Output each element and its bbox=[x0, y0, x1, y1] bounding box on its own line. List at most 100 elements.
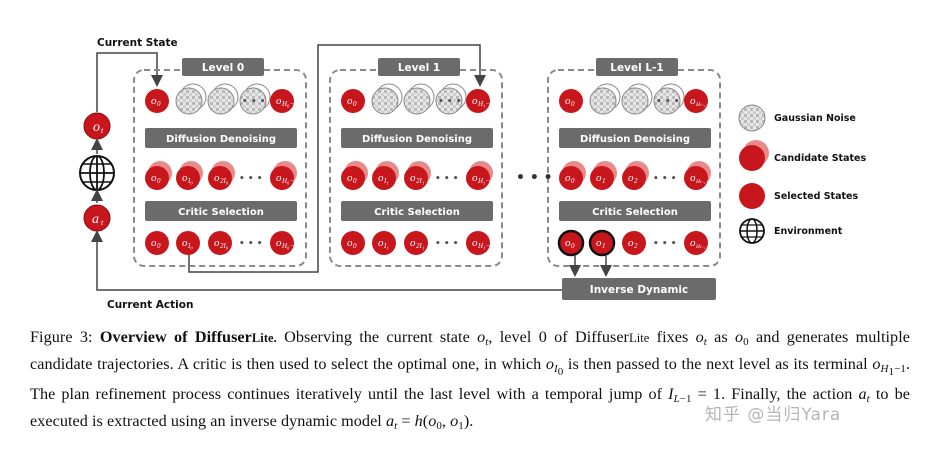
current-action-arrow bbox=[91, 230, 562, 291]
ellipsis: • • • bbox=[435, 239, 459, 249]
ellipsis: • • • bbox=[656, 97, 680, 107]
figure-caption: Figure 3: Overview of DiffuserLite. Obse… bbox=[30, 328, 911, 432]
levels-ellipsis: • • • bbox=[516, 170, 553, 186]
svg-text:0: 0 bbox=[157, 100, 161, 108]
diffusion-denoising-label: Diffusion Denoising bbox=[580, 134, 690, 145]
overview-figure: Current State Current Action o t a t Lev… bbox=[79, 37, 866, 311]
svg-text:H₁−1: H₁−1 bbox=[477, 177, 494, 185]
svg-text:o: o bbox=[276, 237, 282, 249]
legend-candidate-states: Candidate States bbox=[774, 153, 866, 164]
inverse-dynamic-box: Inverse Dynamic bbox=[562, 278, 716, 300]
gaussian-noise-icon bbox=[589, 83, 621, 115]
gaussian-noise-icon bbox=[435, 83, 467, 115]
svg-text:o: o bbox=[472, 172, 478, 184]
ellipsis: • • • bbox=[438, 97, 462, 107]
svg-text:o: o bbox=[378, 172, 384, 184]
gaussian-noise-icon bbox=[207, 83, 239, 115]
svg-text:0: 0 bbox=[571, 242, 575, 250]
diffusion-denoising-label: Diffusion Denoising bbox=[166, 134, 276, 145]
legend-environment: Environment bbox=[774, 226, 843, 237]
watermark: 知乎 @当归Yara bbox=[705, 405, 842, 425]
gaussian-noise-icon bbox=[371, 83, 403, 115]
ellipsis: • • • bbox=[653, 174, 677, 184]
svg-text:0: 0 bbox=[353, 177, 357, 185]
svg-text:t: t bbox=[101, 218, 104, 227]
svg-text:Hₗ₋₁−1: Hₗ₋₁−1 bbox=[695, 244, 712, 250]
current-state-label: Current State bbox=[97, 37, 178, 49]
svg-text:o: o bbox=[151, 172, 157, 184]
o-t-node: o t bbox=[83, 112, 111, 140]
svg-text:o: o bbox=[151, 95, 157, 107]
ellipsis: • • • bbox=[239, 174, 263, 184]
svg-text:Hₗ₋₁−1: Hₗ₋₁−1 bbox=[695, 179, 712, 185]
svg-text:2: 2 bbox=[634, 242, 638, 250]
svg-text:o: o bbox=[472, 95, 478, 107]
svg-text:I₀: I₀ bbox=[187, 177, 193, 185]
svg-text:H₀−1: H₀−1 bbox=[281, 242, 298, 250]
svg-text:I₁: I₁ bbox=[383, 177, 389, 185]
gaussian-noise-icon bbox=[403, 83, 435, 115]
svg-text:o: o bbox=[214, 172, 220, 184]
gaussian-noise-icon bbox=[653, 83, 685, 115]
selected-state-icon bbox=[739, 183, 765, 209]
critic-selection-label: Critic Selection bbox=[592, 207, 678, 218]
svg-text:o: o bbox=[565, 172, 571, 184]
svg-text:0: 0 bbox=[571, 177, 575, 185]
svg-text:a: a bbox=[92, 212, 99, 227]
caption-label: Figure 3: bbox=[30, 328, 93, 346]
svg-text:o: o bbox=[347, 95, 353, 107]
svg-text:o: o bbox=[596, 237, 602, 249]
gaussian-noise-icon bbox=[175, 83, 207, 115]
candidate-state-icon bbox=[739, 140, 769, 171]
svg-text:Hₗ₋₁−1: Hₗ₋₁−1 bbox=[695, 102, 712, 108]
ellipsis: • • • bbox=[653, 239, 677, 249]
svg-text:I₁: I₁ bbox=[383, 242, 389, 250]
svg-text:o: o bbox=[628, 237, 634, 249]
svg-text:o: o bbox=[347, 237, 353, 249]
svg-text:I₀: I₀ bbox=[187, 242, 193, 250]
svg-text:H₀−1: H₀−1 bbox=[281, 100, 298, 108]
svg-text:o: o bbox=[182, 172, 188, 184]
legend-gaussian-noise: Gaussian Noise bbox=[774, 113, 856, 124]
level-title: Level 0 bbox=[202, 62, 244, 74]
globe-icon bbox=[79, 155, 115, 191]
svg-text:2: 2 bbox=[634, 177, 638, 185]
a-t-node: a t bbox=[83, 204, 111, 232]
svg-text:1: 1 bbox=[602, 242, 606, 250]
svg-text:o: o bbox=[276, 95, 282, 107]
svg-text:o: o bbox=[596, 172, 602, 184]
ellipsis: • • • bbox=[435, 174, 459, 184]
svg-text:o: o bbox=[182, 237, 188, 249]
svg-text:o: o bbox=[151, 237, 157, 249]
svg-text:o: o bbox=[690, 95, 696, 107]
svg-text:o: o bbox=[472, 237, 478, 249]
svg-text:o: o bbox=[214, 237, 220, 249]
svg-text:2I₁: 2I₁ bbox=[416, 177, 424, 185]
caption-title: Overview of DiffuserLite. bbox=[99, 328, 277, 346]
svg-text:o: o bbox=[93, 120, 100, 135]
